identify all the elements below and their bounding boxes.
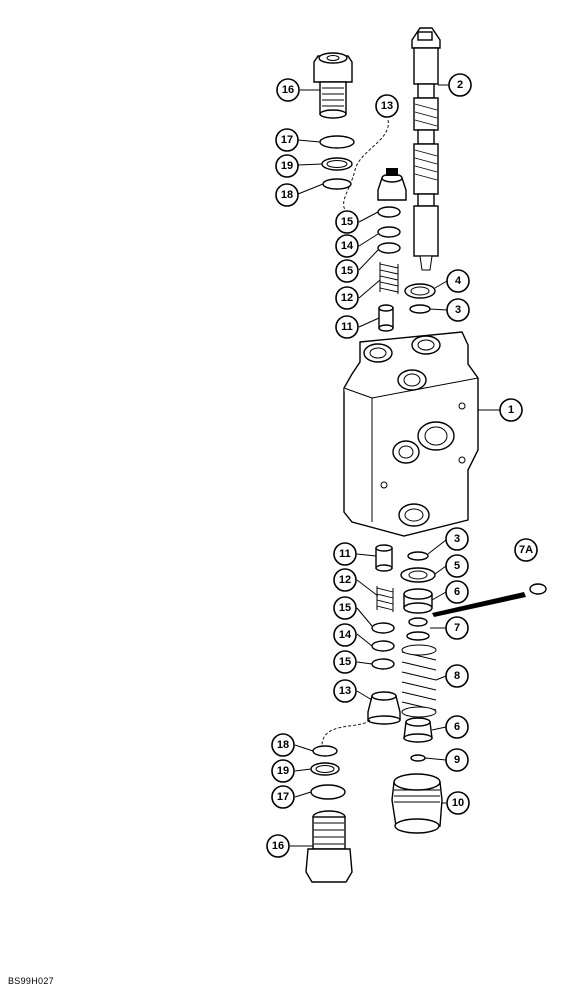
part-2-spool [411, 27, 441, 271]
svg-text:8: 8 [454, 670, 460, 682]
part-16-top-plug [313, 52, 353, 119]
svg-text:15: 15 [341, 265, 353, 277]
svg-text:7: 7 [454, 622, 460, 634]
callout-18-bottom: 18 [271, 733, 295, 757]
svg-text:17: 17 [277, 791, 289, 803]
callout-15-bottom-a: 15 [333, 596, 357, 620]
part-10-plug [391, 773, 443, 834]
svg-text:1: 1 [508, 404, 514, 416]
part-11-top-piston [378, 304, 394, 332]
callout-10: 10 [446, 791, 470, 815]
callout-11-top: 11 [335, 315, 359, 339]
svg-text:12: 12 [339, 574, 351, 586]
callout-15-top-b: 15 [335, 259, 359, 283]
svg-text:2: 2 [457, 79, 463, 91]
svg-text:13: 13 [381, 100, 393, 112]
svg-text:17: 17 [281, 134, 293, 146]
svg-text:14: 14 [341, 240, 354, 252]
svg-text:3: 3 [454, 533, 460, 545]
part-12-top-spring [379, 262, 399, 294]
svg-text:19: 19 [281, 160, 293, 172]
callout-18-top: 18 [275, 183, 299, 207]
callout-13-top: 13 [375, 94, 399, 118]
callout-11-bottom: 11 [333, 542, 357, 566]
callout-7: 7 [445, 616, 469, 640]
callout-15-top-a: 15 [335, 210, 359, 234]
svg-text:11: 11 [339, 548, 351, 560]
part-15-14-15-bottom-rings [371, 622, 395, 670]
svg-text:3: 3 [455, 304, 461, 316]
svg-text:7A: 7A [519, 544, 533, 556]
callout-2: 2 [448, 73, 472, 97]
callout-15-bottom-b: 15 [333, 650, 357, 674]
callout-9: 9 [445, 748, 469, 772]
callout-17-bottom: 17 [271, 785, 295, 809]
part-13-bottom-poppet [321, 691, 401, 749]
svg-text:6: 6 [454, 586, 460, 598]
svg-text:19: 19 [277, 765, 289, 777]
callout-7A: 7A [514, 538, 538, 562]
part-11-bottom-piston [375, 544, 393, 572]
svg-text:6: 6 [454, 721, 460, 733]
callout-6-top: 6 [445, 580, 469, 604]
part-7-rings [406, 617, 430, 641]
part-8-spring [401, 644, 437, 718]
svg-text:13: 13 [339, 685, 351, 697]
part-7A-ball [432, 583, 547, 617]
callout-17-top: 17 [275, 128, 299, 152]
leader-lines [290, 84, 500, 847]
svg-text:12: 12 [341, 292, 353, 304]
svg-text:14: 14 [339, 629, 352, 641]
svg-text:5: 5 [454, 560, 460, 572]
svg-text:16: 16 [282, 84, 294, 96]
callout-16-bottom: 16 [266, 834, 290, 858]
svg-text:15: 15 [341, 216, 353, 228]
callout-5: 5 [445, 554, 469, 578]
callout-3-top: 3 [446, 298, 470, 322]
figure-code: BS99H027 [8, 976, 54, 986]
svg-text:18: 18 [281, 189, 293, 201]
part-13-top-poppet [343, 119, 407, 211]
part-3-5-6-bottom [400, 551, 436, 614]
callout-19-bottom: 19 [271, 759, 295, 783]
svg-text:9: 9 [454, 754, 460, 766]
svg-text:16: 16 [272, 840, 284, 852]
part-6-9-bottom [403, 717, 433, 762]
callout-14-top: 14 [335, 234, 359, 258]
part-17-19-18-top-rings [319, 135, 355, 190]
callout-12-bottom: 12 [333, 568, 357, 592]
callout-4: 4 [446, 269, 470, 293]
svg-text:15: 15 [339, 656, 351, 668]
part-15-14-15-top-rings [377, 206, 401, 254]
callout-6-bottom: 6 [445, 715, 469, 739]
part-12-bottom-spring [376, 586, 394, 612]
svg-text:10: 10 [452, 797, 464, 809]
callout-3-bottom: 3 [445, 527, 469, 551]
callout-14-bottom: 14 [333, 623, 357, 647]
callout-13-bottom: 13 [333, 679, 357, 703]
svg-text:18: 18 [277, 739, 289, 751]
part-16-bottom-plug [305, 810, 353, 883]
callout-19-top: 19 [275, 154, 299, 178]
callout-12-top: 12 [335, 286, 359, 310]
callout-1: 1 [499, 398, 523, 422]
callout-8: 8 [445, 664, 469, 688]
callout-16-top: 16 [276, 78, 300, 102]
part-18-19-17-bottom-rings [310, 745, 346, 800]
svg-text:4: 4 [455, 275, 462, 287]
svg-text:15: 15 [339, 602, 351, 614]
svg-text:11: 11 [341, 321, 353, 333]
part-1-valve-body [343, 331, 479, 537]
